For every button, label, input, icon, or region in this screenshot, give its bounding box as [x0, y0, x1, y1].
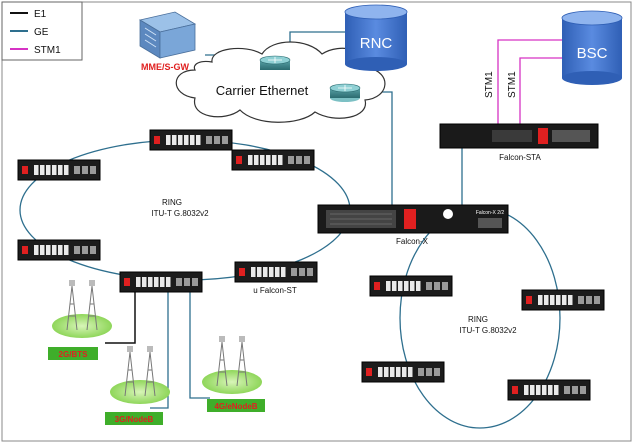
stm1-link-a-label: STM1 [484, 71, 495, 98]
switch-left-ring-5 [119, 271, 203, 293]
rnc-label: RNC [360, 35, 393, 52]
left-ring-standard: ITU-T G.8032v2 [151, 209, 209, 218]
legend-ge-label: GE [34, 27, 49, 38]
switch-left-ring-2 [231, 149, 315, 171]
e1-link-bts [105, 290, 136, 344]
switch-left-ring-1 [149, 129, 233, 151]
switch-right-ring-4 [507, 379, 591, 401]
bsc-database: BSC [561, 10, 623, 85]
ring-switches [17, 129, 605, 401]
stm1-link-b-label: STM1 [507, 71, 518, 98]
switch-left-ring-3 [17, 159, 101, 181]
right-ring-title: RING [468, 315, 488, 324]
switch-left-ring-6 [234, 261, 318, 283]
switch-right-ring-3 [361, 361, 445, 383]
rnc-database: RNC [344, 4, 408, 71]
site-label-bts: 2G/BTS [48, 347, 98, 360]
switch-right-ring-2 [521, 289, 605, 311]
cloud-shape [175, 41, 386, 123]
ufalcon-st-label: u Falcon-ST [253, 286, 297, 295]
router-top [259, 55, 291, 70]
switch-right-ring-1 [369, 275, 453, 297]
legend-e1-label: E1 [34, 9, 47, 20]
right-ring-label: RING ITU-T G.8032v2 [459, 315, 517, 335]
cell-sites [52, 280, 262, 404]
falcon-sta-label: Falcon-STA [499, 153, 541, 162]
stm1-link-a [497, 39, 565, 124]
carrier-ethernet-label: Carrier Ethernet [216, 83, 309, 98]
legend-stm1-label: STM1 [34, 45, 61, 56]
left-ring-label: RING ITU-T G.8032v2 [151, 198, 209, 218]
left-ring-title: RING [162, 198, 182, 207]
falcon-x-panel-label: Falcon-X 2/2 [476, 210, 505, 216]
falcon-x-device: Falcon-X 2/2 Falcon-X [317, 204, 509, 246]
ge-link-router-falconx [360, 91, 393, 205]
stm1-link-b [519, 57, 565, 124]
ge-link-enodeb [189, 290, 210, 399]
mme-sgw-server: MME/S-GW [138, 11, 197, 72]
right-ring-standard: ITU-T G.8032v2 [459, 326, 517, 335]
ge-link-nodeb [150, 290, 169, 409]
falcon-x-label: Falcon-X [396, 237, 429, 246]
legend: E1 GE STM1 [1, 1, 83, 61]
site-enodeb [202, 336, 262, 394]
site-label-enodeb: 4G/eNodeB [207, 399, 265, 412]
site-bts [52, 280, 112, 338]
router-bottom [329, 83, 361, 102]
carrier-ethernet-cloud: Carrier Ethernet [175, 41, 386, 123]
svg-text:3G/NodeB: 3G/NodeB [115, 415, 154, 424]
site-nodeb [110, 346, 170, 404]
svg-text:2G/BTS: 2G/BTS [59, 350, 89, 359]
falcon-sta-device: Falcon-STA [439, 123, 599, 162]
switch-left-ring-4 [17, 239, 101, 261]
mme-sgw-label: MME/S-GW [141, 62, 189, 72]
site-label-nodeb: 3G/NodeB [105, 412, 163, 425]
svg-text:4G/eNodeB: 4G/eNodeB [214, 402, 257, 411]
bsc-label: BSC [577, 45, 608, 62]
